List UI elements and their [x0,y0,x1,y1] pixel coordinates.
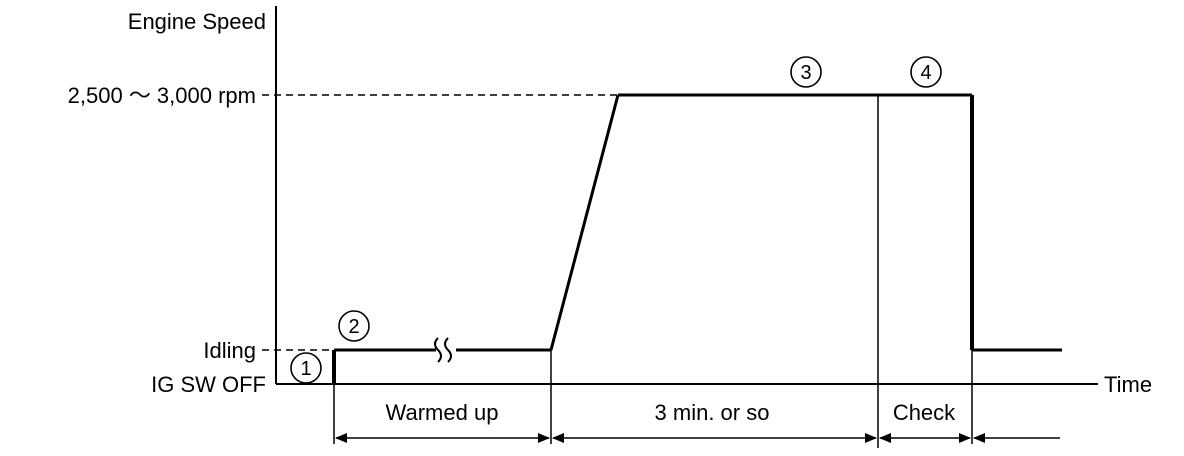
y-axis-label: Engine Speed [128,9,266,34]
ramp-up-line [549,94,620,351]
three-min-label: 3 min. or so [655,400,770,425]
svg-text:1: 1 [300,358,311,380]
step-3-marker: 3 [790,56,822,88]
warmed-up-label: Warmed up [386,400,499,425]
check-label: Check [893,400,956,425]
x-axis-label: Time [1104,372,1152,397]
ig-sw-off-label: IG SW OFF [151,372,266,397]
idling-label: Idling [203,338,256,363]
step-1-marker: 1 [290,352,322,384]
break-symbol [434,337,452,363]
svg-text:2: 2 [348,316,359,338]
step-2-marker: 2 [338,310,370,342]
svg-text:4: 4 [920,62,931,84]
svg-text:3: 3 [800,62,811,84]
high-speed-label: 2,500 ～ 3,000 rpm [68,83,256,108]
step-4-marker: 4 [910,56,942,88]
